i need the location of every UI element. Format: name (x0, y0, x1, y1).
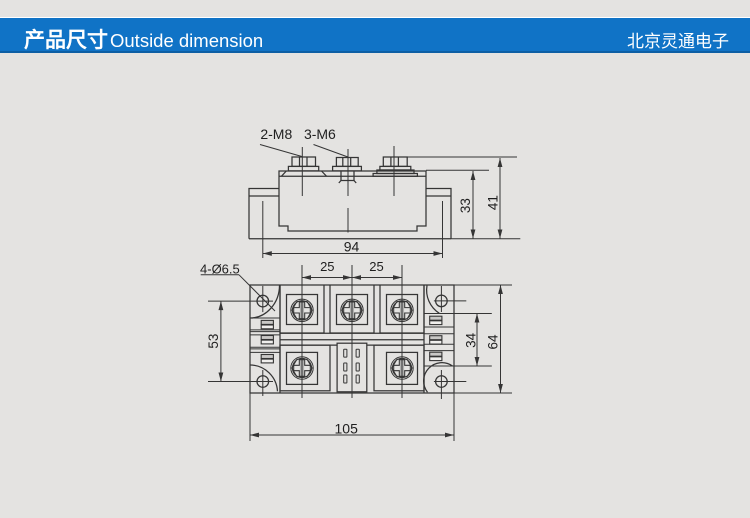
svg-text:25: 25 (320, 259, 334, 274)
svg-text:34: 34 (464, 332, 479, 348)
svg-text:2-M8: 2-M8 (260, 126, 292, 142)
svg-text:25: 25 (369, 259, 383, 274)
svg-text:94: 94 (344, 239, 360, 255)
svg-text:33: 33 (458, 198, 473, 213)
svg-text:3-M6: 3-M6 (304, 126, 336, 142)
svg-text:41: 41 (486, 195, 501, 210)
svg-text:53: 53 (206, 334, 221, 349)
svg-text:105: 105 (335, 421, 359, 437)
svg-text:4-Ø6.5: 4-Ø6.5 (200, 261, 240, 276)
svg-text:64: 64 (486, 334, 501, 350)
